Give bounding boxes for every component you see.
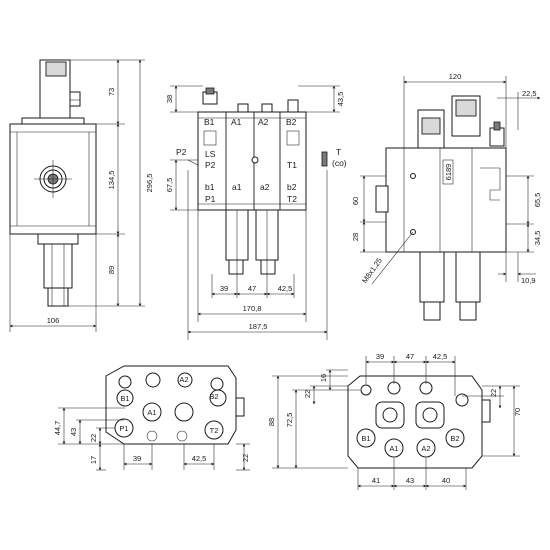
bl-port-a2: A2 xyxy=(179,375,188,384)
dim-187-5: 187,5 xyxy=(249,322,268,331)
ext-port-co: (co) xyxy=(332,158,347,168)
port-label-ls: LS xyxy=(205,149,216,159)
dim-10-9: 10,9 xyxy=(521,276,536,285)
port-label-t1: T1 xyxy=(287,160,297,170)
dim-73: 73 xyxy=(107,88,116,96)
br-port-a2: A2 xyxy=(421,444,430,453)
dim-39: 39 xyxy=(220,284,228,293)
port-label-b1-lower: b1 xyxy=(205,182,215,192)
dim-43-5: 43,5 xyxy=(336,92,345,107)
bl-dim-39: 39 xyxy=(133,454,141,463)
br-dim-22: 22 xyxy=(303,390,312,398)
port-label-a1: A1 xyxy=(231,117,242,127)
bottom-left-view: B2 B1 A2 A1 T2 P1 44,7 43 22 17 39 42,5 … xyxy=(53,365,250,471)
br-dim-72-5: 72,5 xyxy=(285,413,294,428)
br-dim-88: 88 xyxy=(267,418,276,426)
port-label-p2: P2 xyxy=(205,160,216,170)
dim-38: 38 xyxy=(165,95,174,103)
dim-60: 60 xyxy=(351,197,360,205)
bl-port-t2: T2 xyxy=(210,426,219,435)
port-label-a2: A2 xyxy=(258,117,269,127)
dim-296-5: 296,5 xyxy=(145,174,154,193)
br-dim-22-b: 22 xyxy=(489,389,498,397)
bl-dim-22: 22 xyxy=(89,434,98,442)
dim-65-5: 65,5 xyxy=(533,193,542,208)
br-dim-16: 16 xyxy=(319,374,328,382)
bl-port-b2: B2 xyxy=(209,392,218,401)
dim-89: 89 xyxy=(107,266,116,274)
port-label-b2: B2 xyxy=(286,117,297,127)
dim-120: 120 xyxy=(449,72,462,81)
bl-port-p1: P1 xyxy=(119,424,128,433)
thread-label: M8x1,25 xyxy=(360,256,384,285)
port-label-t2: T2 xyxy=(287,194,297,204)
bl-dim-43: 43 xyxy=(69,428,78,436)
dim-42-5: 42,5 xyxy=(278,284,293,293)
br-dim-39: 39 xyxy=(376,352,384,361)
ext-port-p2: P2 xyxy=(176,147,187,157)
bl-dim-42-5: 42,5 xyxy=(192,454,207,463)
bl-port-b1: B1 xyxy=(120,394,129,403)
port-label-p1: P1 xyxy=(205,194,216,204)
right-view: 6189 120 22,5 60 28 65,5 34,5 10 xyxy=(351,72,542,321)
dim-28: 28 xyxy=(351,233,360,241)
port-label-a2-lower: a2 xyxy=(260,182,270,192)
dim-170-8: 170,8 xyxy=(243,304,262,313)
br-port-a1: A1 xyxy=(389,444,398,453)
br-dim-43: 43 xyxy=(406,476,414,485)
port-label-b2-lower: b2 xyxy=(287,182,297,192)
front-view: B1 A1 A2 B2 LS P2 T1 b1 a1 a2 b2 P1 T2 P… xyxy=(165,85,347,340)
br-dim-40: 40 xyxy=(442,476,450,485)
bl-port-a1: A1 xyxy=(147,408,156,417)
port-label-b1: B1 xyxy=(204,117,215,127)
side-view: 73 134,5 89 296,5 106 xyxy=(9,59,154,332)
dim-134-5: 134,5 xyxy=(107,171,116,190)
br-dim-70: 70 xyxy=(513,408,522,416)
br-dim-42-5: 42,5 xyxy=(433,352,448,361)
br-dim-41: 41 xyxy=(372,476,380,485)
bl-dim-22-b: 22 xyxy=(241,454,250,462)
dim-67-5: 67,5 xyxy=(165,178,174,193)
bottom-right-view: B1 A1 A2 B2 39 47 42,5 88 72,5 22 16 70 xyxy=(267,352,522,490)
bl-dim-17: 17 xyxy=(89,456,98,464)
br-port-b1: B1 xyxy=(361,434,370,443)
br-dim-47: 47 xyxy=(406,352,414,361)
right-view-label: 6189 xyxy=(444,164,453,181)
ext-port-t: T xyxy=(336,147,341,157)
bl-dim-44-7: 44,7 xyxy=(53,421,62,436)
port-label-a1-lower: a1 xyxy=(232,182,242,192)
dim-106: 106 xyxy=(47,316,60,325)
br-port-b2: B2 xyxy=(450,434,459,443)
dim-22-5: 22,5 xyxy=(522,89,537,98)
dim-47: 47 xyxy=(248,284,256,293)
dim-34-5: 34,5 xyxy=(533,231,542,246)
